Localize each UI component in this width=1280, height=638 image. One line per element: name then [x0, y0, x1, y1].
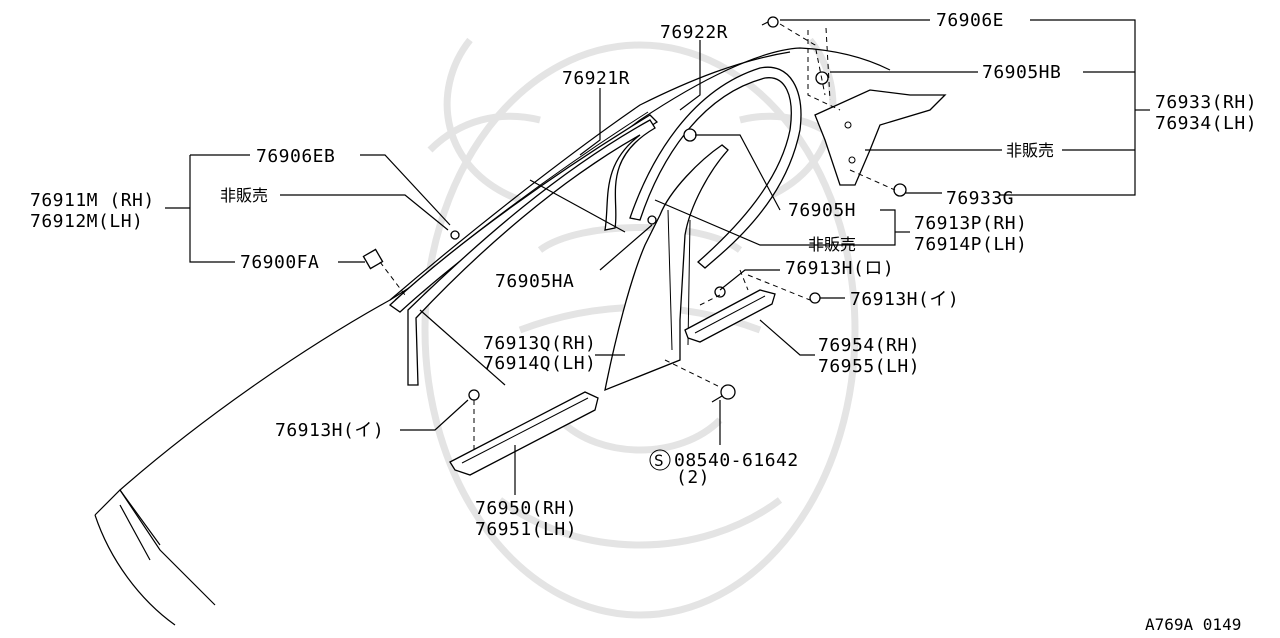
clip-icon: [362, 248, 384, 270]
callout-not-sold: 非販売: [1006, 141, 1054, 160]
callout-76914P: 76914P(LH): [914, 234, 1027, 255]
callout-screw: 08540-61642: [674, 450, 799, 471]
callout-76913H-i: 76913H(イ): [850, 289, 959, 310]
callout-76906EB: 76906EB: [256, 146, 335, 167]
callout-76911M: 76911M (RH): [30, 190, 155, 211]
part-76933-rear-trim: [814, 89, 947, 186]
callout-76912M: 76912M(LH): [30, 211, 143, 232]
callout-76921R: 76921R: [562, 68, 630, 89]
assembly-dash-lines: [379, 23, 896, 450]
callout-76913Q: 76913Q(RH): [483, 333, 596, 354]
clip-icon: [761, 16, 779, 28]
callout-76905H: 76905H: [788, 200, 856, 221]
callout-76934LH: 76934(LH): [1155, 113, 1257, 134]
callout-76922R: 76922R: [660, 22, 728, 43]
callout-76914Q: 76914Q(LH): [483, 353, 596, 374]
clip-icon: [647, 215, 657, 225]
screw-icon: [711, 384, 736, 403]
part-76921R-weatherstrip: [407, 119, 656, 386]
screw-symbol-icon: S: [649, 449, 671, 471]
callout-76954: 76954(RH): [818, 335, 920, 356]
leader-lines: [165, 19, 1150, 495]
callout-76913H-ro: 76913H(ロ): [785, 258, 894, 279]
callout-76951: 76951(LH): [475, 519, 577, 540]
callout-76933RH: 76933(RH): [1155, 92, 1257, 113]
callout-76950: 76950(RH): [475, 498, 577, 519]
part-76954-kicking-plate: [684, 289, 776, 343]
clip-icon: [809, 292, 821, 304]
clip-icon: [683, 128, 697, 142]
callout-76906E: 76906E: [936, 10, 1004, 31]
callout-76913H-i-lower: 76913H(イ): [275, 420, 384, 441]
clip-icon: [468, 389, 480, 401]
diagram-code: A769A 0149: [1145, 615, 1241, 634]
callout-76955: 76955(LH): [818, 356, 920, 377]
callout-76900FA: 76900FA: [240, 252, 319, 273]
part-76913Q-pillar-garnish: [604, 144, 729, 392]
clip-icon: [714, 286, 726, 298]
part-76922R-weatherstrip: [629, 66, 802, 269]
part-76950-kicking-plate: [449, 391, 599, 476]
callout-screw-qty: (2): [676, 467, 710, 488]
callout-not-sold: 非販売: [220, 186, 268, 205]
callout-labels: 76906E 76922R 76921R 76905HB 76933(RH) 7…: [30, 10, 1257, 634]
callout-76913P: 76913P(RH): [914, 213, 1027, 234]
clip-icon: [450, 230, 460, 240]
callout-76905HA: 76905HA: [495, 271, 574, 292]
callout-76905HB: 76905HB: [982, 62, 1061, 83]
screw-symbol: S: [654, 451, 664, 470]
callout-76933G: 76933G: [946, 188, 1014, 209]
callout-not-sold: 非販売: [808, 235, 856, 254]
clip-icon: [893, 183, 907, 197]
